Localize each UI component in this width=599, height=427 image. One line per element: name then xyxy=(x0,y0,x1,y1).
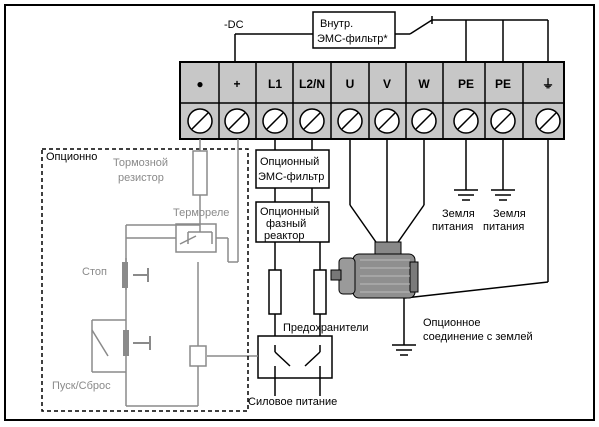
terminal-label: PE xyxy=(495,77,511,91)
contactor-coil xyxy=(189,345,207,367)
earth-supply-1-line1: Земля xyxy=(442,208,475,220)
screw-slot xyxy=(494,112,512,130)
terminal-label: ⏚ xyxy=(542,77,554,91)
screw-slot xyxy=(303,112,321,130)
ground-symbol xyxy=(392,344,416,356)
screw-slot xyxy=(539,112,557,130)
optional-phase-reactor: Опционный фазный реактор xyxy=(255,201,330,243)
optional-phase-reactor-line2: фазный xyxy=(266,218,306,230)
brake-resistor xyxy=(192,139,208,220)
contactor xyxy=(257,335,333,396)
start-reset-label: Пуск/Сброс xyxy=(52,380,111,392)
thermal-relay xyxy=(175,220,217,253)
brake-resistor-line2: резистор xyxy=(118,172,164,184)
internal-emc-filter-line1: Внутр. xyxy=(320,18,353,30)
optional-label: Опционно xyxy=(46,151,97,163)
optional-phase-reactor-line3: реактор xyxy=(264,230,304,242)
terminal-label: V xyxy=(383,77,391,91)
screw-slot xyxy=(415,112,433,130)
start-reset-button xyxy=(91,319,151,373)
optional-emc-filter-line1: Опционный xyxy=(260,156,319,168)
dc-label: -DC xyxy=(224,19,244,31)
earth-supply-1-line2: питания xyxy=(432,221,473,233)
internal-emc-filter-line2: ЭМС-фильтр* xyxy=(317,33,388,45)
screw-slot xyxy=(457,112,475,130)
supply-label: Силовое питание xyxy=(248,396,337,408)
optional-ground-line1: Опционное xyxy=(423,317,480,329)
earth-supply-2-line1: Земля xyxy=(493,208,526,220)
terminal-label: L2/N xyxy=(299,77,325,91)
terminal-label: W xyxy=(418,77,430,91)
terminals: ● + L1 L2/N U V W PE PE ⏚ xyxy=(187,62,561,139)
internal-emc-filter: Внутр. ЭМС-фильтр* xyxy=(312,11,396,49)
screw-slot xyxy=(266,112,284,130)
terminal-label: ● xyxy=(196,77,203,91)
ground-symbol xyxy=(454,189,478,201)
fuse xyxy=(268,269,282,315)
terminal-label: U xyxy=(346,77,355,91)
screw-slot xyxy=(341,112,359,130)
terminal-label: PE xyxy=(458,77,474,91)
stop-button xyxy=(122,258,149,290)
ground-symbol xyxy=(491,189,515,201)
optional-phase-reactor-line1: Опционный xyxy=(260,206,319,218)
optional-ground-line2: соединение с землей xyxy=(423,331,533,343)
filter-switch-blade xyxy=(409,19,433,35)
optional-region xyxy=(41,148,249,412)
terminal-label: + xyxy=(233,77,240,91)
brake-resistor-line1: Тормозной xyxy=(113,157,168,169)
screw-slot xyxy=(191,112,209,130)
fuse xyxy=(313,269,327,315)
thermal-relay-label: Термореле xyxy=(173,207,229,219)
earth-supply-2-line2: питания xyxy=(483,221,524,233)
terminal-label: L1 xyxy=(268,77,282,91)
optional-emc-filter: Опционный ЭМС-фильтр xyxy=(255,149,330,189)
stop-label: Стоп xyxy=(82,266,107,278)
screw-slot xyxy=(228,112,246,130)
fuses-label: Предохранители xyxy=(283,322,369,334)
optional-emc-filter-line2: ЭМС-фильтр xyxy=(258,171,324,183)
motor-icon xyxy=(330,241,419,299)
screw-slot xyxy=(378,112,396,130)
